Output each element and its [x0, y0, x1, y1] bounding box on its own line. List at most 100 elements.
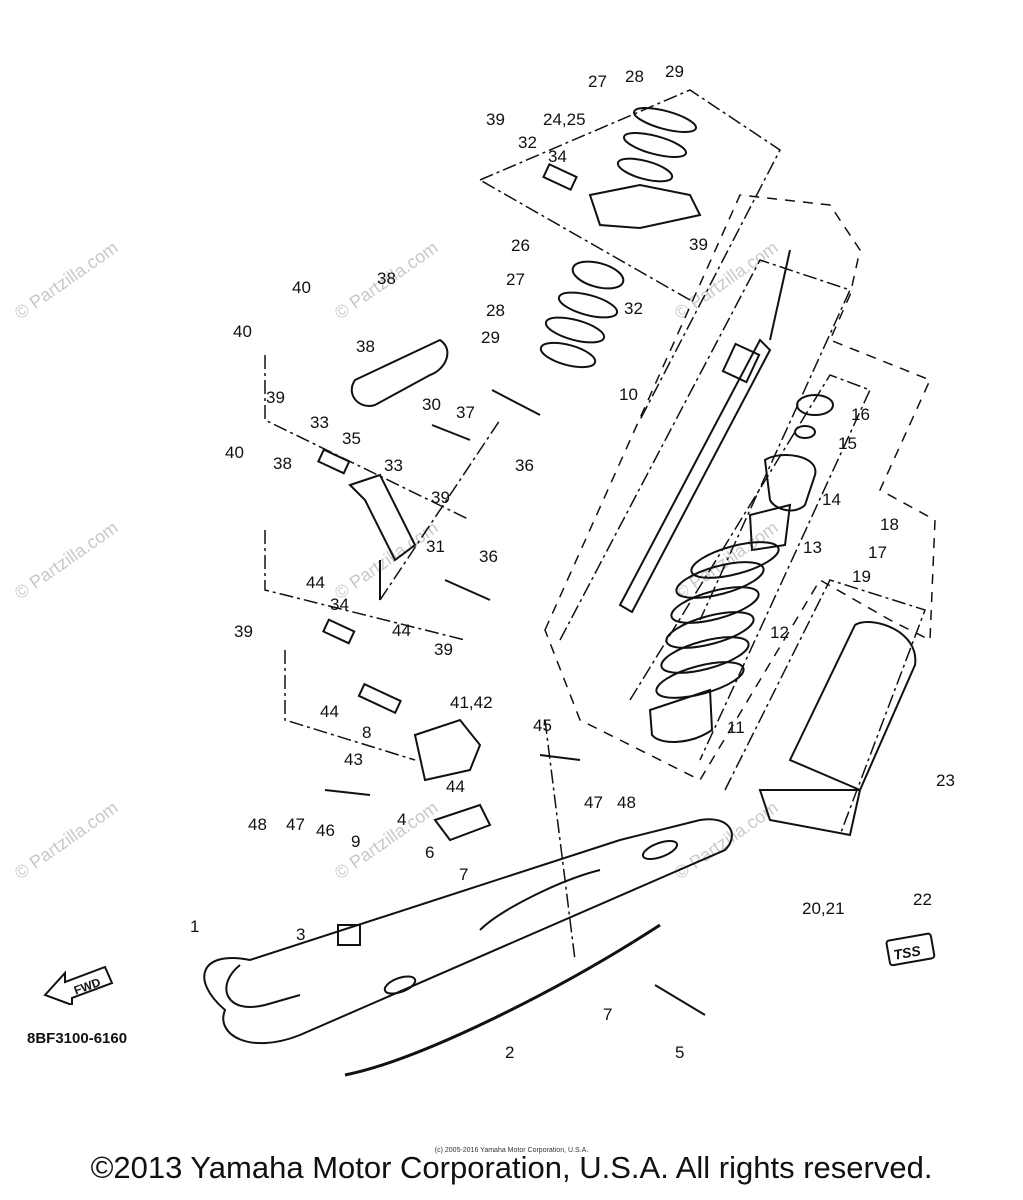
parts-linework [203, 106, 936, 1077]
shock-rod-top [769, 249, 791, 341]
callout: 6 [425, 843, 434, 862]
callout: 16 [851, 405, 870, 424]
callout: 24,25 [543, 110, 586, 129]
ring [544, 316, 606, 344]
callout: 32 [518, 133, 537, 152]
figure-code: 8BF3100-6160 [27, 1030, 128, 1047]
callout: 44 [446, 777, 465, 796]
bracket-arm [348, 473, 417, 562]
callout: 32 [624, 299, 643, 318]
callout: 48 [248, 815, 267, 834]
callout: 31 [426, 537, 445, 556]
callout: 40 [292, 278, 311, 297]
dashed-assembly-outline [544, 194, 936, 781]
shock-body [788, 620, 917, 792]
callout: 4 [397, 810, 406, 829]
callout: 1 [190, 917, 199, 936]
callout: 35 [342, 429, 361, 448]
upper-bracket [588, 183, 702, 230]
shock-rod [618, 338, 772, 614]
callout: 22 [913, 890, 932, 909]
wear-block [433, 803, 492, 842]
callout: 40 [233, 322, 252, 341]
bolt [431, 424, 471, 441]
link-arm [350, 338, 449, 407]
callout: 5 [675, 1043, 684, 1062]
pin [322, 618, 356, 645]
bolt [444, 579, 491, 601]
bolt [491, 389, 541, 416]
callout: 34 [330, 595, 349, 614]
callout: 45 [533, 716, 552, 735]
callout: 14 [822, 490, 841, 509]
ski-handle [225, 964, 301, 1008]
callout: 48 [617, 793, 636, 812]
ring [616, 157, 674, 183]
bolt [654, 984, 706, 1016]
callout: 29 [665, 62, 684, 81]
callout: 39 [266, 388, 285, 407]
collar [794, 425, 816, 439]
callout: 19 [852, 567, 871, 586]
pin [542, 162, 578, 192]
callout: 26 [511, 236, 530, 255]
callout: 27 [506, 270, 525, 289]
callout: 2 [505, 1043, 514, 1062]
callout: 38 [377, 269, 396, 288]
ring [633, 106, 697, 134]
nut [337, 924, 361, 946]
callout: 36 [515, 456, 534, 475]
bolt [324, 789, 371, 796]
spring-guide [763, 454, 817, 512]
tss-label-box [885, 932, 936, 967]
callout: 39 [434, 640, 453, 659]
fwd-arrow-icon: FWD [43, 965, 114, 1007]
callout: 38 [273, 454, 292, 473]
callout: 3 [296, 925, 305, 944]
spring-coils [655, 541, 780, 699]
callout: 44 [392, 621, 411, 640]
callout: 28 [486, 301, 505, 320]
callout: 34 [548, 147, 567, 166]
pivot-block [413, 718, 482, 782]
small-copyright: (c) 2005-2016 Yamaha Motor Corporation, … [434, 1147, 589, 1154]
callout: 12 [770, 623, 789, 642]
callout: 36 [479, 547, 498, 566]
ski-runner [344, 923, 661, 1077]
callout: 30 [422, 395, 441, 414]
callout: 46 [316, 821, 335, 840]
callout: 39 [486, 110, 505, 129]
copyright-notice: ©2013 Yamaha Motor Corporation, U.S.A. A… [90, 1150, 933, 1185]
pin [357, 682, 402, 715]
callout: 29 [481, 328, 500, 347]
callout: 18 [880, 515, 899, 534]
ring [539, 341, 597, 369]
callout: 11 [727, 718, 745, 737]
shock-base [758, 789, 862, 837]
callout: 9 [351, 832, 360, 851]
callout: 23 [936, 771, 955, 790]
callout: 39 [689, 235, 708, 254]
callout: 33 [384, 456, 403, 475]
callout: 17 [868, 543, 887, 562]
callout: 10 [619, 385, 638, 404]
fwd-arrow: FWD [40, 955, 120, 1010]
callout: 44 [306, 573, 325, 592]
grouping-lines [264, 89, 926, 961]
callout: 28 [625, 67, 644, 86]
bumper [748, 503, 792, 552]
shock-rod-collar [721, 342, 761, 384]
callout: 40 [225, 443, 244, 462]
callout: 37 [456, 403, 475, 422]
callout: 15 [838, 434, 857, 453]
callout: 39 [234, 622, 253, 641]
callout: 43 [344, 750, 363, 769]
callout: 44 [320, 702, 339, 721]
callout: 7 [603, 1005, 612, 1024]
callout: 33 [310, 413, 329, 432]
callout: 41,42 [450, 693, 493, 712]
ring [571, 260, 625, 290]
ring [623, 131, 687, 159]
